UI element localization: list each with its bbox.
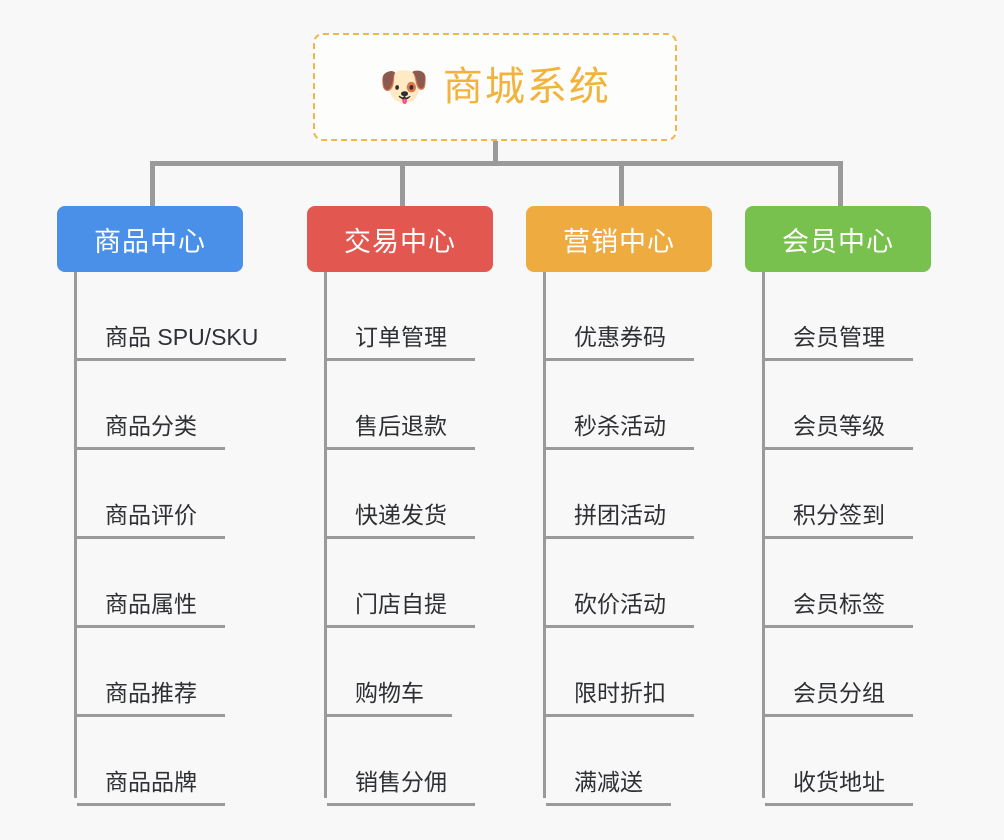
leaf-item-label: 砍价活动 [546,590,694,628]
dog-face-icon: 🐶 [379,65,429,109]
category-box-1[interactable]: 商品中心 [57,206,243,272]
connector-root-stem [493,141,498,164]
leaf-item[interactable]: 拼团活动 [543,450,694,539]
leaf-item-label: 商品分类 [77,412,225,450]
leaf-item[interactable]: 售后退款 [324,361,475,450]
leaf-item-label: 满减送 [546,768,671,806]
leaf-item[interactable]: 优惠券码 [543,272,694,361]
leaf-item[interactable]: 购物车 [324,628,475,717]
connector-drop-1 [150,161,155,208]
leaf-item[interactable]: 积分签到 [762,450,913,539]
leaf-item-label: 会员标签 [765,590,913,628]
category-box-3[interactable]: 营销中心 [526,206,712,272]
leaf-item[interactable]: 商品评价 [74,450,286,539]
category-box-2[interactable]: 交易中心 [307,206,493,272]
leaf-item-label: 收货地址 [765,768,913,806]
leaf-item[interactable]: 收货地址 [762,717,913,806]
leaf-item-label: 会员管理 [765,323,913,361]
leaf-item-label: 限时折扣 [546,679,694,717]
leaf-item[interactable]: 商品分类 [74,361,286,450]
leaf-item[interactable]: 砍价活动 [543,539,694,628]
leaf-item[interactable]: 满减送 [543,717,694,806]
leaf-item[interactable]: 会员等级 [762,361,913,450]
connector-drop-4 [838,161,843,208]
connector-drop-2 [400,161,405,208]
leaf-item[interactable]: 销售分佣 [324,717,475,806]
leaf-item[interactable]: 会员管理 [762,272,913,361]
leaf-item[interactable]: 快递发货 [324,450,475,539]
column-spine [74,272,77,798]
leaf-item[interactable]: 商品品牌 [74,717,286,806]
leaf-item-label: 购物车 [327,679,452,717]
leaf-item-label: 订单管理 [327,323,475,361]
column-spine [543,272,546,798]
column-spine [324,272,327,798]
leaf-item[interactable]: 会员标签 [762,539,913,628]
leaf-item-label: 商品推荐 [77,679,225,717]
category-label: 营销中心 [563,226,675,257]
leaf-item-label: 商品 SPU/SKU [77,323,287,361]
category-box-4[interactable]: 会员中心 [745,206,931,272]
connector-horizontal-bus [152,161,843,166]
leaf-item[interactable]: 商品 SPU/SKU [74,272,287,361]
leaf-item[interactable]: 门店自提 [324,539,475,628]
leaf-column-4: 会员管理会员等级积分签到会员标签会员分组收货地址 [762,272,913,806]
connector-drop-3 [619,161,624,208]
leaf-item-label: 秒杀活动 [546,412,694,450]
leaf-column-1: 商品 SPU/SKU 商品分类商品评价商品属性商品推荐商品品牌 [74,272,287,806]
leaf-item[interactable]: 商品属性 [74,539,286,628]
leaf-item[interactable]: 秒杀活动 [543,361,694,450]
leaf-item-label: 积分签到 [765,501,913,539]
leaf-item[interactable]: 订单管理 [324,272,475,361]
leaf-column-2: 订单管理售后退款快递发货门店自提购物车销售分佣 [324,272,475,806]
leaf-item-label: 门店自提 [327,590,475,628]
leaf-item-label: 会员分组 [765,679,913,717]
leaf-column-3: 优惠券码秒杀活动拼团活动砍价活动限时折扣满减送 [543,272,694,806]
leaf-item[interactable]: 商品推荐 [74,628,286,717]
leaf-item-label: 销售分佣 [327,768,475,806]
column-spine [762,272,765,798]
leaf-item-label: 商品品牌 [77,768,225,806]
leaf-item-label: 售后退款 [327,412,475,450]
category-label: 交易中心 [344,226,456,257]
category-label: 商品中心 [94,226,206,257]
leaf-item[interactable]: 限时折扣 [543,628,694,717]
root-node[interactable]: 🐶 商城系统 [313,33,677,141]
leaf-item-label: 会员等级 [765,412,913,450]
leaf-item[interactable]: 会员分组 [762,628,913,717]
leaf-item-label: 快递发货 [327,501,475,539]
leaf-item-label: 优惠券码 [546,323,694,361]
category-label: 会员中心 [782,226,894,257]
leaf-item-label: 商品属性 [77,590,225,628]
leaf-item-label: 拼团活动 [546,501,694,539]
leaf-item-label: 商品评价 [77,501,225,539]
root-title: 商城系统 [442,65,611,109]
